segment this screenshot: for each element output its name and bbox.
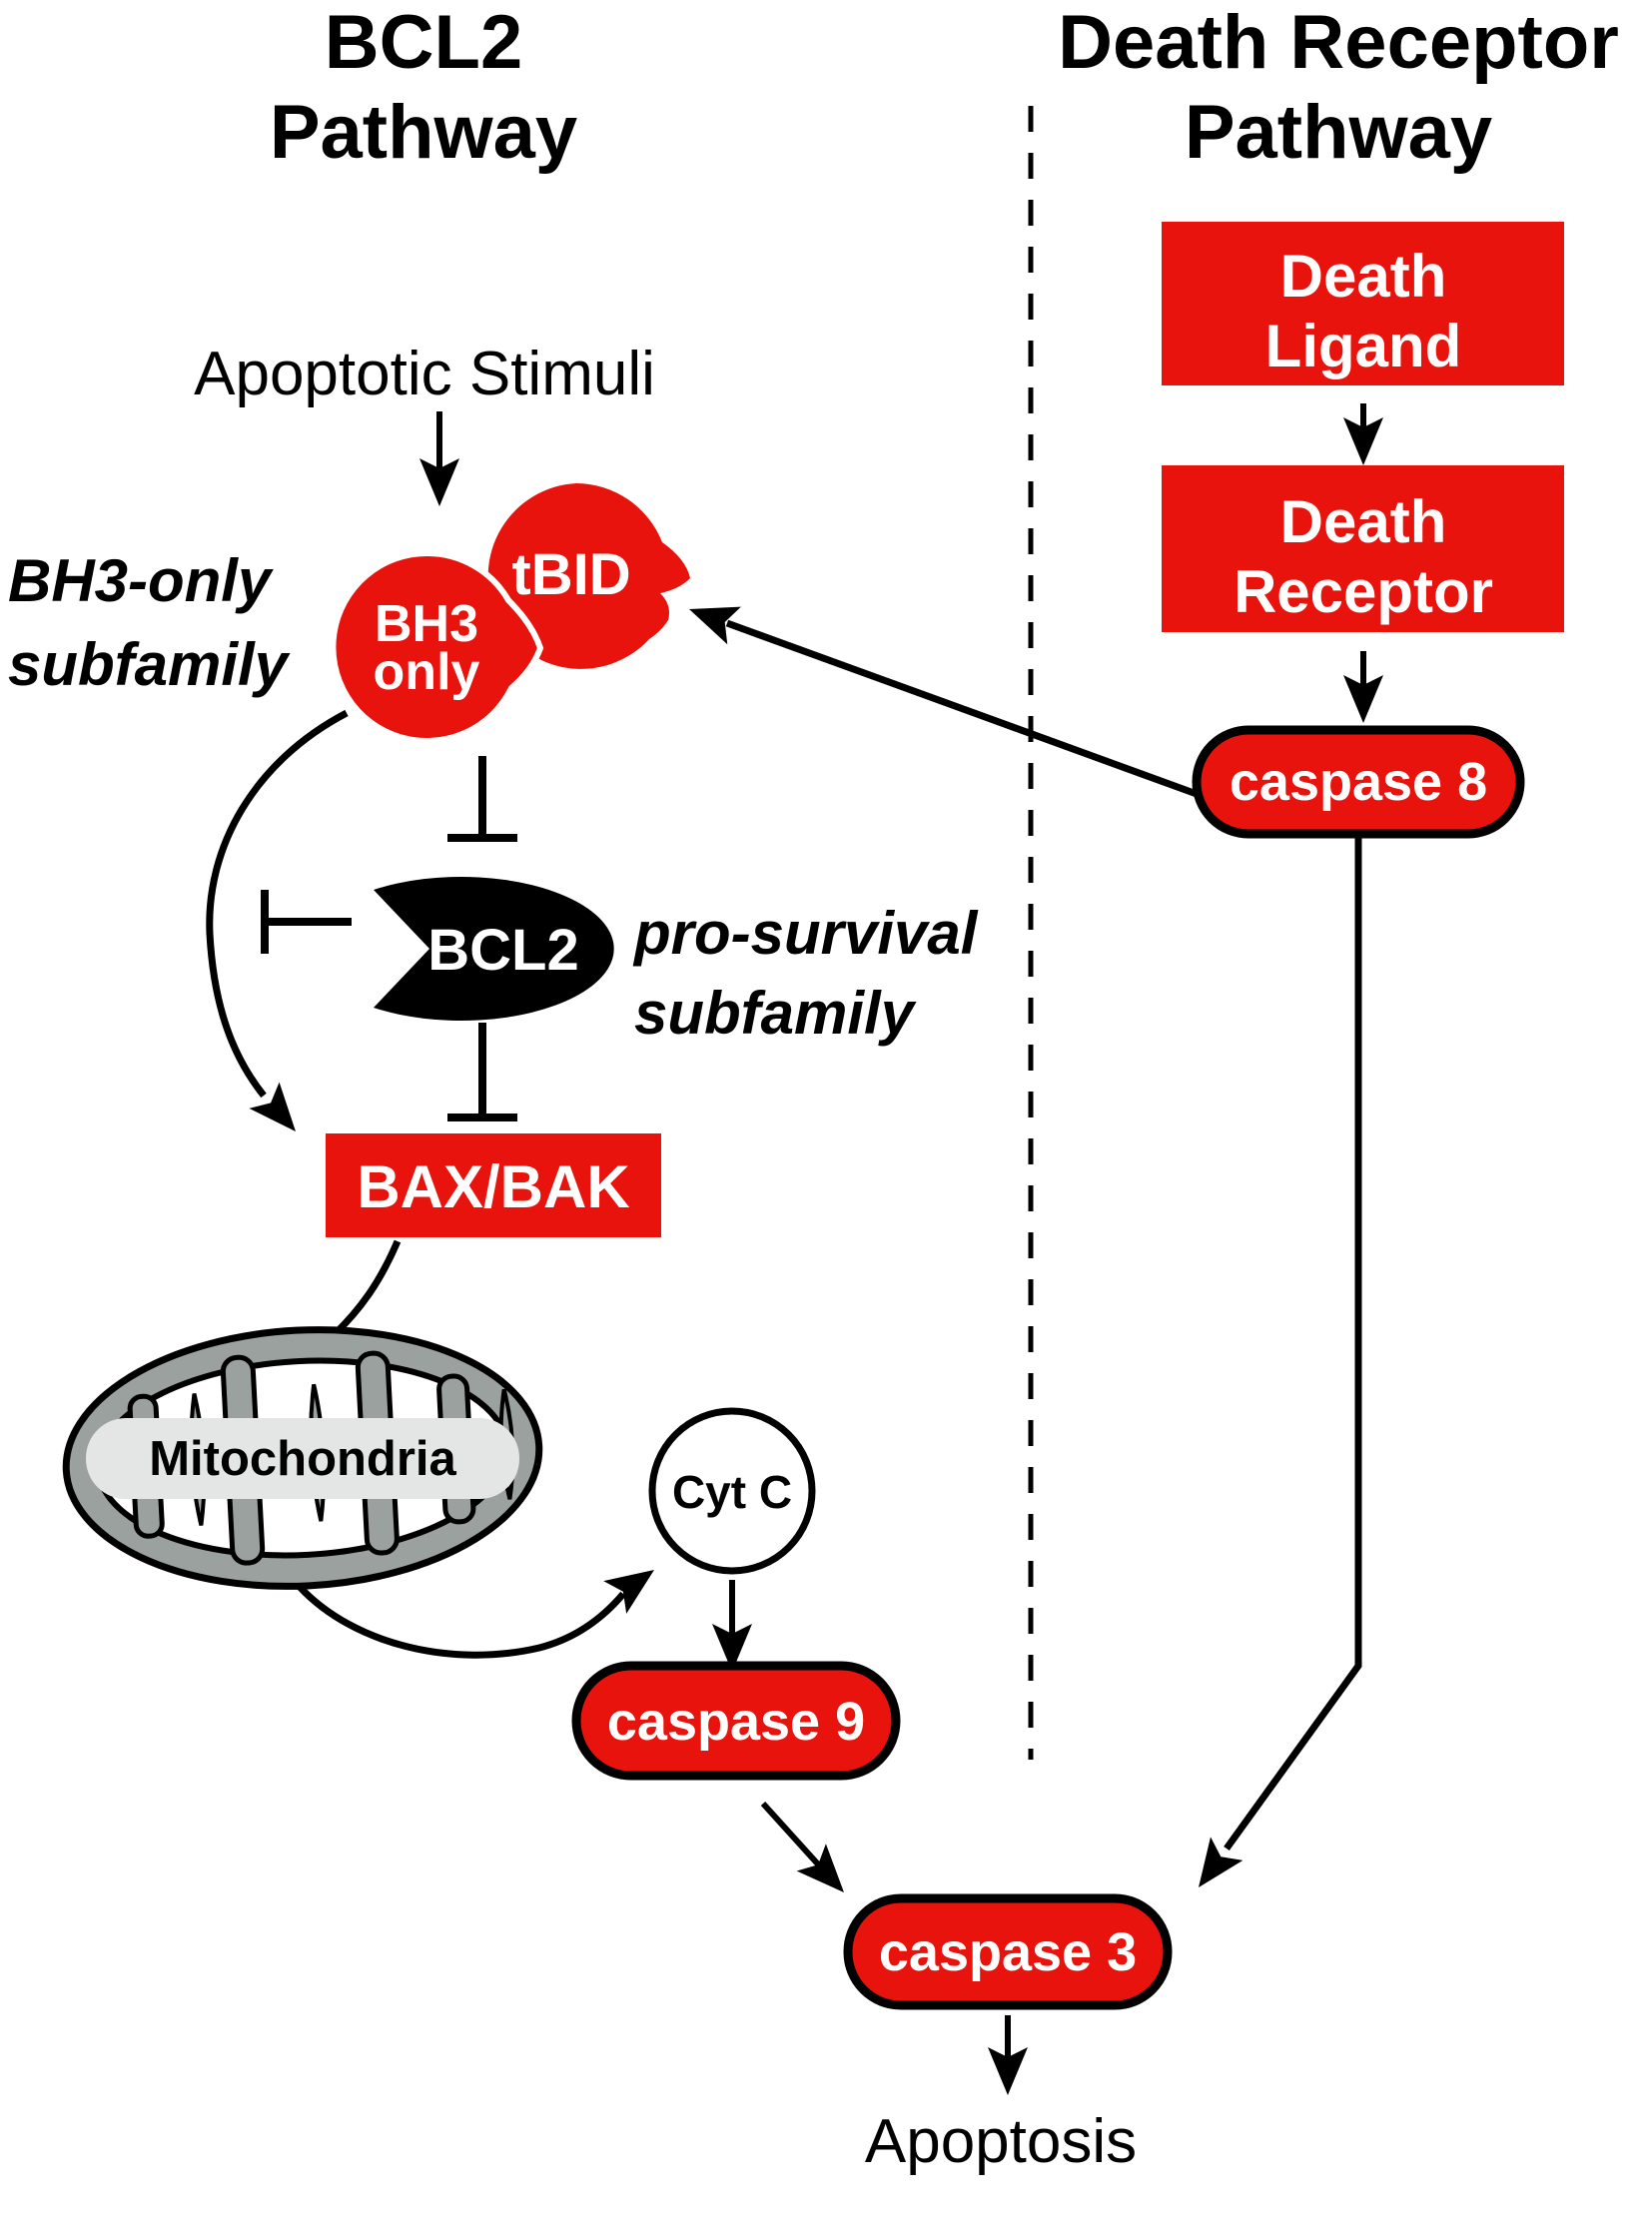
death-receptor-label-line1: Death bbox=[1280, 488, 1447, 555]
baxbak-mito-connector bbox=[331, 1239, 402, 1338]
caspase3-pill bbox=[843, 1893, 1173, 2010]
casp3-apoptosis-arrow bbox=[988, 2015, 1028, 2095]
cytc-node: Cyt C bbox=[648, 1407, 816, 1575]
stimuli-arrow bbox=[419, 411, 459, 506]
death-receptor-box bbox=[1162, 465, 1564, 632]
receptor-casp8-arrowhead bbox=[1343, 675, 1383, 723]
bh3-activation-arc bbox=[206, 709, 349, 1131]
stimuli-arrowhead bbox=[419, 458, 459, 506]
death-ligand-box bbox=[1162, 222, 1564, 385]
caspase8-node: caspase 8 bbox=[1192, 725, 1525, 839]
death-receptor-pathway-title-line1: Death Receptor bbox=[1058, 0, 1619, 85]
casp8-casp3-arrowhead bbox=[1199, 1837, 1243, 1887]
caspase3-node: caspase 3 bbox=[843, 1893, 1173, 2010]
pro-survival-label-line1: pro-survival bbox=[632, 900, 979, 967]
tbid-shape bbox=[487, 483, 690, 669]
bh3-activation-arrowhead bbox=[249, 1082, 296, 1131]
bax-bak-label: BAX/BAK bbox=[357, 1153, 629, 1220]
bh3-tbid-complex: tBID BH3 only bbox=[330, 483, 690, 744]
casp9-casp3-arrow bbox=[760, 1801, 844, 1892]
bh3-only-label-line2: only bbox=[374, 643, 480, 701]
ligand-receptor-arrow bbox=[1343, 403, 1383, 465]
casp9-casp3-arrowhead bbox=[796, 1844, 844, 1892]
bh3-only-label-line1: BH3 bbox=[375, 595, 478, 653]
bcl2-node: BCL2 bbox=[374, 877, 614, 1021]
death-ligand-label-line1: Death bbox=[1280, 243, 1447, 310]
apoptotic-stimuli-label: Apoptotic Stimuli bbox=[194, 340, 655, 408]
cytc-casp9-arrowhead bbox=[712, 1624, 752, 1672]
caspase3-label: caspase 3 bbox=[879, 1922, 1137, 1982]
caspase8-pill bbox=[1192, 725, 1525, 839]
caspase8-label: caspase 8 bbox=[1230, 752, 1487, 812]
mitochondria-label: Mitochondria bbox=[149, 1432, 456, 1486]
inhibit-bcl2-to-baxbak bbox=[447, 1023, 517, 1121]
bcl2-shape bbox=[374, 877, 614, 1021]
pro-survival-label-line2: subfamily bbox=[634, 980, 917, 1047]
casp8-tbid-arrow bbox=[689, 606, 1199, 798]
pro-survival-subfamily-label: pro-survival subfamily bbox=[632, 900, 979, 1047]
casp8-casp3-arrow bbox=[1199, 836, 1362, 1887]
bcl2-label: BCL2 bbox=[427, 918, 578, 983]
bh3-only-shape bbox=[330, 549, 544, 744]
cytc-casp9-arrow bbox=[712, 1580, 752, 1672]
ligand-receptor-arrowhead bbox=[1343, 417, 1383, 465]
death-receptor-label-line2: Receptor bbox=[1234, 558, 1493, 625]
bcl2-pathway-title-line2: Pathway bbox=[270, 90, 577, 175]
casp8-tbid-arrowhead bbox=[689, 606, 741, 645]
tbid-label: tBID bbox=[511, 542, 630, 607]
bh3-subfamily-label-line2: subfamily bbox=[8, 631, 291, 698]
apoptosis-label: Apoptosis bbox=[865, 2107, 1137, 2176]
receptor-casp8-arrow bbox=[1343, 651, 1383, 723]
mito-cytc-arrow bbox=[297, 1570, 654, 1659]
caspase9-pill bbox=[571, 1661, 901, 1781]
bh3-subfamily-label-line1: BH3-only bbox=[8, 547, 274, 614]
inhibit-bh3-to-bcl2 bbox=[447, 756, 517, 842]
cytc-label: Cyt C bbox=[672, 1466, 792, 1518]
casp3-apoptosis-arrowhead bbox=[988, 2047, 1028, 2095]
caspase9-node: caspase 9 bbox=[571, 1661, 901, 1781]
death-receptor-node: Death Receptor bbox=[1162, 465, 1564, 632]
bh3-subfamily-label: BH3-only subfamily bbox=[8, 547, 291, 698]
bcl2-pathway-title: BCL2 Pathway bbox=[270, 0, 577, 175]
death-receptor-pathway-title: Death Receptor Pathway bbox=[1058, 0, 1619, 175]
death-ligand-label-line2: Ligand bbox=[1265, 313, 1462, 379]
death-receptor-pathway-title-line2: Pathway bbox=[1185, 90, 1492, 175]
mitochondria-node: Mitochondria bbox=[62, 1326, 543, 1590]
mito-cytc-arrowhead bbox=[603, 1570, 654, 1614]
caspase9-label: caspase 9 bbox=[607, 1692, 865, 1752]
bcl2-pathway-title-line1: BCL2 bbox=[325, 0, 522, 85]
inhibit-bcl2-to-activation-arc bbox=[261, 890, 352, 954]
cytc-circle bbox=[648, 1407, 816, 1575]
bax-bak-box bbox=[326, 1133, 661, 1237]
death-ligand-node: Death Ligand bbox=[1162, 222, 1564, 385]
mitochondria-label-band bbox=[86, 1418, 519, 1499]
bax-bak-node: BAX/BAK bbox=[326, 1133, 661, 1237]
